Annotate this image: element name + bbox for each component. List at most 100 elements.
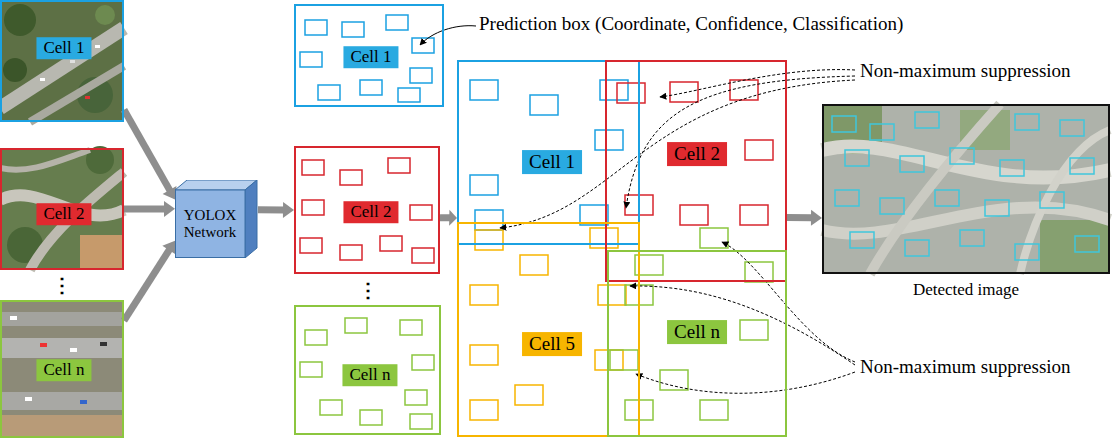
aerial-photo-2 [0, 146, 124, 270]
prediction-boxes-1-part [386, 15, 408, 30]
cell-label: Cell n [667, 320, 727, 344]
detected-boxes-part [845, 150, 869, 166]
prediction-boxes-2 [300, 158, 434, 263]
merged-boxes-1-part [470, 80, 498, 100]
arrowhead [164, 201, 175, 217]
detected-boxes-part [880, 198, 904, 214]
prediction-boxes-n-part [300, 362, 322, 377]
merged-boxes-5-part [470, 400, 498, 420]
arrow-shaft [124, 249, 170, 321]
aerial-photo-1-part [85, 96, 90, 99]
detected-boxes [832, 112, 1099, 260]
detected-photo [822, 104, 1110, 274]
prediction-boxes-2-part [380, 236, 402, 251]
prediction-boxes-n [300, 318, 434, 429]
detected-boxes-part [832, 116, 856, 132]
merged-boxes-2-part [740, 205, 768, 225]
merged-boxes-5-part [598, 285, 626, 305]
aerial-photo-1-part [95, 45, 100, 48]
arrowhead [811, 210, 822, 226]
detected-photo-part [1040, 220, 1110, 274]
merged-boxes-5-part [520, 255, 548, 275]
merged-boxes-2-part [670, 82, 698, 102]
prediction-boxes-n-part [410, 414, 432, 429]
merged-cell: Cell 5 [457, 222, 640, 437]
prediction-cell: Cell n [294, 305, 441, 435]
annotation: Non-maximum suppression [860, 356, 1071, 378]
prediction-boxes-n-part [345, 318, 367, 333]
cell-label: Cell 1 [522, 150, 582, 174]
aerial-photo-n-part [10, 316, 17, 320]
merged-boxes-5-part [590, 228, 618, 248]
prediction-boxes-2-part [302, 200, 324, 215]
detected-boxes-part [905, 240, 929, 256]
prediction-cell: Cell 2 [294, 146, 440, 274]
cube-side [245, 180, 257, 258]
arrow-shaft [440, 214, 450, 221]
detected-photo-part [870, 104, 1000, 274]
prediction-boxes-1 [300, 15, 434, 102]
prediction-boxes-2-part [410, 205, 432, 220]
aerial-photo-n-part [25, 397, 32, 401]
prediction-boxes-1-part [398, 88, 420, 102]
merged-boxes-n [610, 228, 773, 420]
aerial-photo-n-part [0, 415, 124, 438]
annotation: Non-maximum suppression [860, 60, 1071, 82]
merged-boxes-n-part [610, 350, 638, 370]
detected-boxes-part [1075, 236, 1099, 252]
detected-boxes-part [1000, 160, 1024, 176]
prediction-boxes-1-part [300, 52, 322, 67]
aerial-photo-1-part [70, 60, 75, 63]
prediction-boxes-1-part [342, 22, 364, 37]
merged-boxes-n-part [700, 228, 728, 248]
aerial-photo-2-part [86, 146, 114, 174]
prediction-boxes-1-part [410, 68, 432, 83]
aerial-photo-n-part [0, 300, 124, 438]
merged-boxes-2-part [745, 140, 773, 160]
aerial-photo-1-part [40, 78, 45, 81]
leader-lines-part [722, 242, 855, 362]
arrowhead [283, 202, 294, 218]
prediction-boxes-n-part [360, 410, 382, 425]
leader-lines [420, 26, 855, 394]
merged-boxes-5-part [470, 285, 498, 305]
aerial-photo-n [0, 300, 124, 438]
detected-boxes-part [835, 190, 859, 206]
aerial-photo-n-part [70, 348, 77, 352]
leader-lines-part [500, 80, 855, 228]
merged-boxes-2 [617, 80, 773, 225]
merged-boxes-5 [470, 228, 626, 420]
annotation: Prediction box (Coordinate, Confidence, … [479, 13, 903, 35]
merged-boxes-2-part [617, 83, 645, 103]
cell-label: Cell 5 [522, 332, 582, 356]
prediction-boxes-n-part [400, 320, 422, 335]
network-label: YOLOX Network [178, 207, 242, 242]
merged-boxes-n-part [740, 320, 768, 340]
network-cube: YOLOX Network [175, 180, 258, 258]
merged-cell: Cell n [607, 250, 787, 437]
cell-label: Cell 2 [36, 203, 91, 225]
arrow-shaft [787, 214, 812, 221]
flow-arrow [787, 210, 822, 226]
merged-boxes-1-part [475, 210, 503, 230]
prediction-boxes-2-part [388, 158, 410, 173]
prediction-boxes-2-part [300, 238, 322, 253]
merged-boxes-5-part [470, 345, 498, 365]
leader-lines-part [636, 372, 855, 393]
image-caption: Detected image [913, 280, 1019, 300]
aerial-photo-2-part [0, 150, 90, 170]
prediction-cell: Cell 1 [294, 4, 444, 107]
cube-face: YOLOX Network [175, 190, 245, 258]
leader-lines-part [660, 70, 855, 97]
cell-label: Cell n [342, 364, 397, 386]
merged-boxes-5-part [515, 385, 543, 405]
cube-top [175, 180, 257, 190]
flow-arrow [124, 110, 177, 200]
prediction-boxes-1-part [318, 85, 340, 100]
merged-boxes-1-part [595, 130, 623, 150]
ellipsis: ⋮ [358, 279, 378, 302]
prediction-boxes-n-part [320, 400, 342, 415]
prediction-boxes-2-part [340, 245, 362, 260]
arrow-shaft [258, 206, 284, 213]
